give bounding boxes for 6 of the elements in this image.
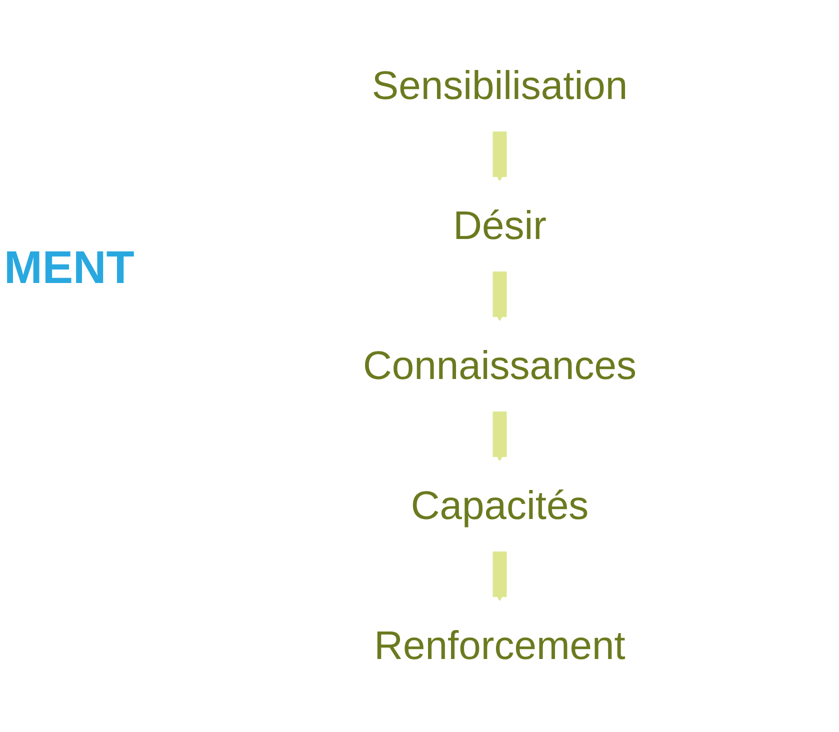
node-text: Capacités: [410, 484, 588, 528]
side-label: MENT: [4, 240, 134, 294]
node-text: Connaissances: [362, 344, 636, 388]
node-text: Sensibilisation: [372, 64, 628, 108]
node-text: Désir: [452, 204, 546, 248]
node-text: Renforcement: [374, 624, 626, 668]
